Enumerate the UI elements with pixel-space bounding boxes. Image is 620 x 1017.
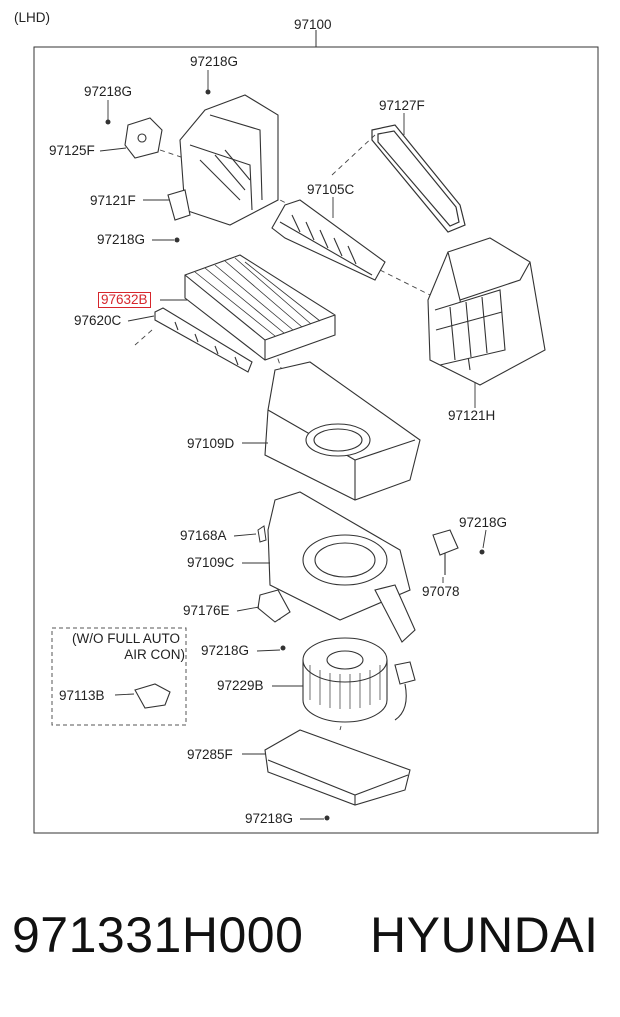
- part-label-97229b[interactable]: 97229B: [217, 678, 264, 693]
- part-label-97078[interactable]: 97078: [422, 584, 460, 599]
- part-label-97632b-highlighted[interactable]: 97632B: [98, 292, 151, 308]
- part-label-97285f[interactable]: 97285F: [187, 747, 233, 762]
- part-label-97109c[interactable]: 97109C: [187, 555, 235, 570]
- part-label-97620c[interactable]: 97620C: [74, 313, 122, 328]
- clip-97168a: [257, 525, 267, 543]
- assembly-number: 97100: [294, 17, 332, 32]
- part-label-97125f[interactable]: 97125F: [49, 143, 95, 158]
- part-label-97218g-mid[interactable]: 97218G: [97, 232, 146, 247]
- part-label-97109d[interactable]: 97109D: [187, 436, 235, 451]
- door-97105c: [271, 199, 386, 281]
- part-label-97168a[interactable]: 97168A: [180, 528, 227, 543]
- gasket-97127f: [371, 124, 466, 233]
- note-box: [51, 627, 187, 726]
- filter-cover-97620c: [154, 307, 253, 373]
- resistor-97176e: [257, 589, 291, 623]
- parts-diagram: [33, 30, 599, 834]
- actuator-97125f: [124, 117, 163, 159]
- note-line-2: AIR CON): [124, 647, 185, 662]
- lower-case-97109c: [267, 491, 416, 643]
- part-label-97218g-motor[interactable]: 97218G: [201, 643, 250, 658]
- part-label-97121f[interactable]: 97121F: [90, 193, 136, 208]
- part-label-97113b[interactable]: 97113B: [59, 688, 105, 703]
- intake-housing-97121h: [427, 237, 546, 386]
- variant-label: (LHD): [14, 10, 50, 25]
- duct-97121f: [167, 94, 279, 226]
- note-line-1: (W/O FULL AUTO: [71, 631, 180, 646]
- footer-brand: HYUNDAI: [370, 907, 599, 963]
- blower-97229b: [302, 637, 416, 723]
- part-label-97218g-right[interactable]: 97218G: [459, 515, 508, 530]
- leader-lines: [99, 70, 487, 820]
- part-label-97218g-left[interactable]: 97218G: [84, 84, 133, 99]
- cabin-filter-97632b: [184, 254, 336, 361]
- upper-case-97109d: [264, 361, 421, 501]
- part-label-97105c[interactable]: 97105C: [307, 182, 355, 197]
- screws: [105, 89, 485, 821]
- part-label-97218g-bottom[interactable]: 97218G: [245, 811, 294, 826]
- footer-part-number: 971331H000: [12, 907, 304, 963]
- part-label-97176e[interactable]: 97176E: [183, 603, 230, 618]
- part-label-97121h[interactable]: 97121H: [448, 408, 496, 423]
- sensor-97113b: [134, 683, 171, 709]
- part-label-97218g-top[interactable]: 97218G: [190, 54, 239, 69]
- sensor-97078: [432, 529, 459, 575]
- lower-cover-97285f: [264, 729, 411, 806]
- part-label-97127f[interactable]: 97127F: [379, 98, 425, 113]
